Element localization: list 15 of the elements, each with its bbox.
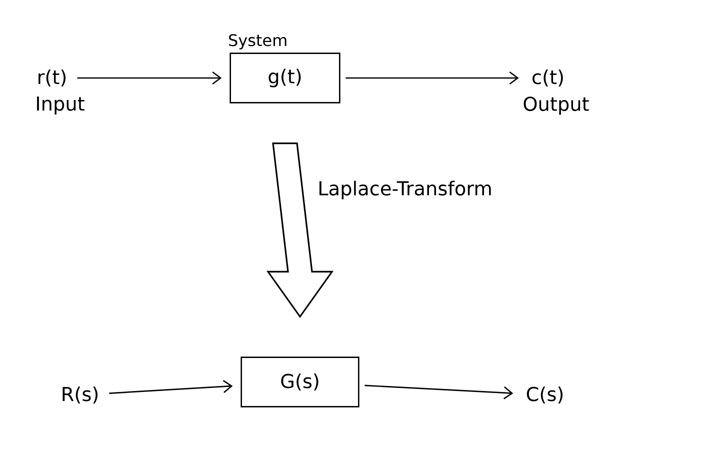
block-heading: System: [229, 34, 286, 50]
arrow: [77, 71, 222, 85]
signal-label: R(s): [62, 386, 98, 404]
arrow: [346, 71, 519, 85]
signal-label: c(t): [532, 69, 563, 87]
block-box: G(s): [240, 356, 360, 408]
signal-caption: Output: [524, 96, 589, 115]
arrow: [109, 380, 233, 394]
signal-label: C(s): [526, 386, 563, 404]
arrow: [364, 384, 514, 400]
transform-arrow: [266, 142, 334, 318]
signal-label: r(t): [38, 69, 66, 87]
edge-label: Laplace-Transform: [320, 180, 491, 200]
block-box: g(t): [230, 52, 340, 104]
signal-caption: Input: [37, 96, 84, 115]
